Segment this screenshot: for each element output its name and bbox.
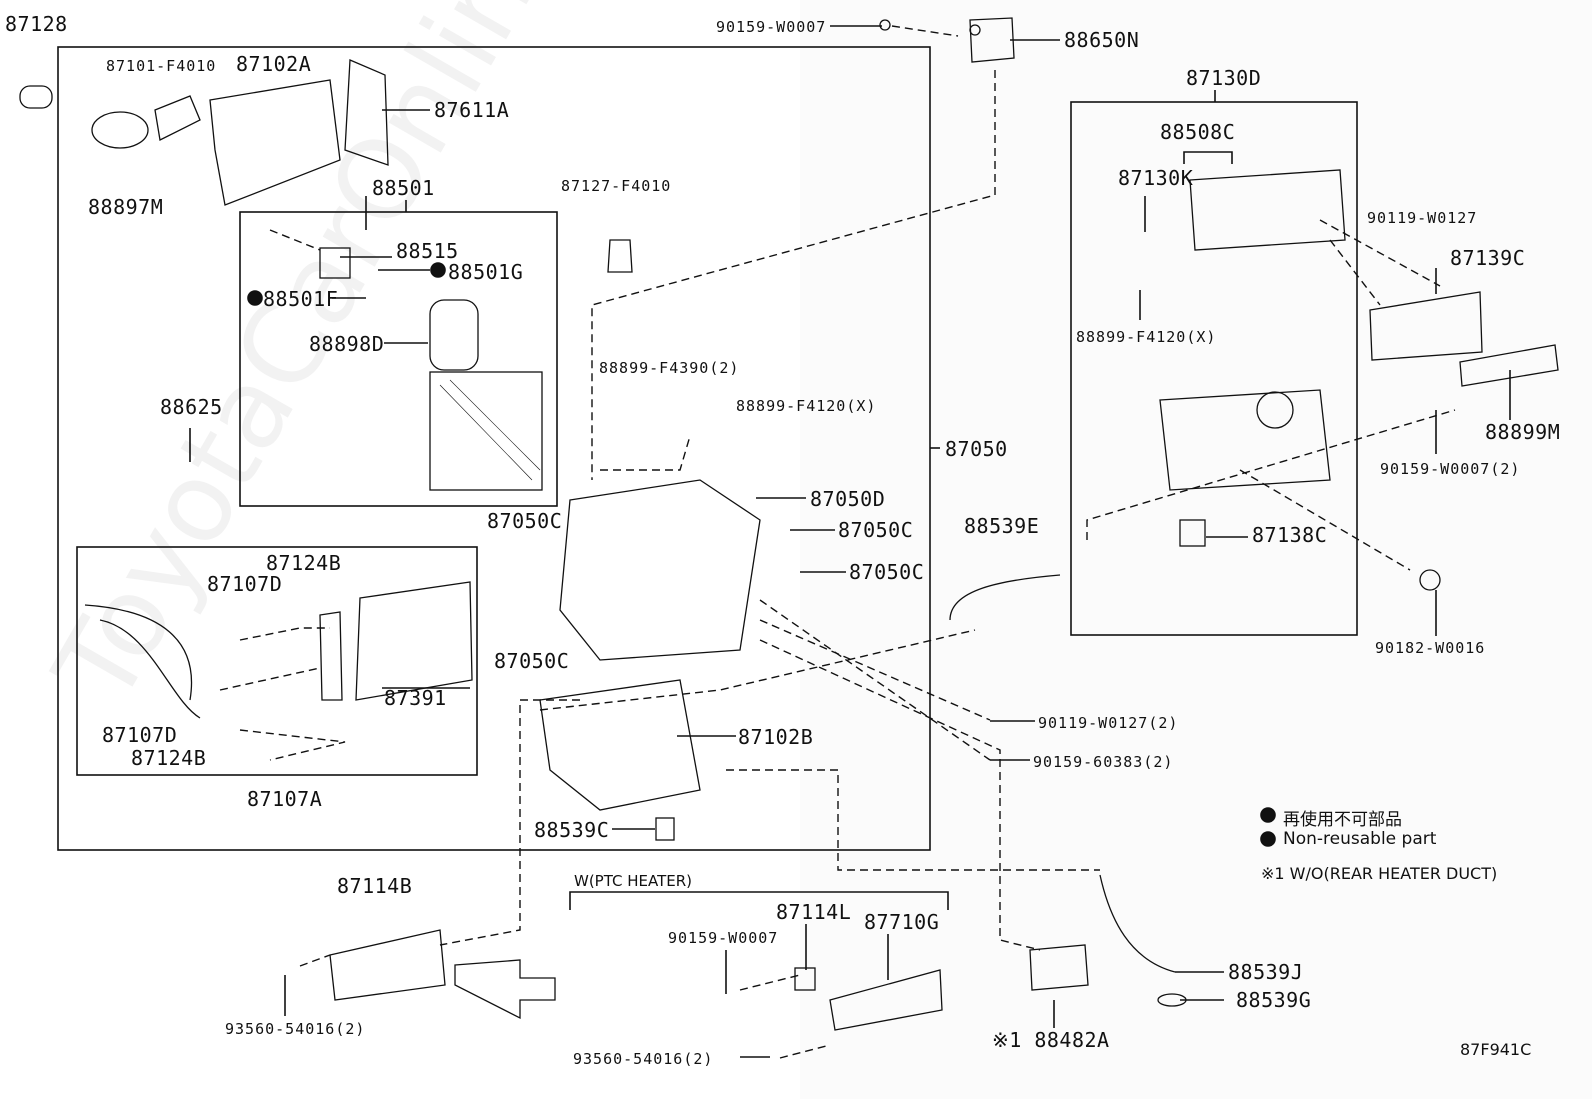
label-87050d: 87050D [810, 487, 886, 511]
label-88899-f4120-upper: 88899-F4120(X) [736, 397, 877, 415]
label-90159-60383: 90159-60383(2) [1033, 753, 1174, 771]
label-88482a: ※1 88482A [992, 1028, 1110, 1052]
label-88650n: 88650N [1064, 28, 1140, 52]
label-87101-f4010: 87101-F4010 [106, 57, 217, 75]
label-88515: 88515 [396, 239, 459, 263]
label-87107d-lower: 87107D [102, 723, 178, 747]
label-93560-54016-left: 93560-54016(2) [225, 1020, 366, 1038]
legend-non-reusable: Non-reusable part [1283, 829, 1437, 849]
label-88539c: 88539C [534, 818, 610, 842]
evaporator-subframe [239, 211, 558, 507]
label-87124b-upper: 87124B [266, 551, 342, 575]
label-87114l: 87114L [776, 900, 852, 924]
label-88501g: 88501G [448, 260, 524, 284]
label-93560-54016-bottom: 93560-54016(2) [573, 1050, 714, 1068]
label-90159-w0007-top: 90159-W0007 [716, 18, 827, 36]
label-88897m: 88897M [88, 195, 164, 219]
label-87710g: 87710G [864, 910, 940, 934]
label-87127-f4010: 87127-F4010 [561, 177, 672, 195]
label-87611a: 87611A [434, 98, 510, 122]
label-87050c-right-upper: 87050C [838, 518, 914, 542]
label-87050: 87050 [945, 437, 1008, 461]
label-90159-w0007-bottom: 90159-W0007 [668, 929, 779, 947]
label-87102b: 87102B [738, 725, 814, 749]
label-88899m: 88899M [1485, 420, 1561, 444]
label-87124b-lower: 87124B [131, 746, 207, 770]
label-88539g: 88539G [1236, 988, 1312, 1012]
label-87391: 87391 [384, 686, 447, 710]
label-88899-f4120-lower: 88899-F4120(X) [1076, 328, 1217, 346]
label-87102a: 87102A [236, 52, 312, 76]
blower-subframe [1070, 101, 1358, 636]
label-88539j: 88539J [1228, 960, 1304, 984]
label-87130k: 87130K [1118, 166, 1194, 190]
ptc-heater-bracket [569, 891, 949, 910]
label-87107d-upper: 87107D [207, 572, 283, 596]
label-88539e: 88539E [964, 514, 1040, 538]
heater-core-subframe [76, 546, 478, 776]
label-87128: 87128 [5, 12, 68, 36]
legend-japanese: 再使用不可部品 [1283, 810, 1402, 830]
label-90119-w0127: 90119-W0127 [1367, 209, 1478, 227]
label-88899-f4390: 88899-F4390(2) [599, 359, 740, 377]
label-87050c-left-upper: 87050C [487, 509, 563, 533]
label-87114b: 87114B [337, 874, 413, 898]
right-shaded-area [800, 0, 1592, 1099]
label-87107a: 87107A [247, 787, 323, 811]
label-87050c-right-lower: 87050C [849, 560, 925, 584]
label-88501: 88501 [372, 176, 435, 200]
label-88625: 88625 [160, 395, 223, 419]
label-87139c: 87139C [1450, 246, 1526, 270]
label-90119-w0127-2: 90119-W0127(2) [1038, 714, 1179, 732]
label-87130d: 87130D [1186, 66, 1262, 90]
label-87138c: 87138C [1252, 523, 1328, 547]
label-90159-w0007-2: 90159-W0007(2) [1380, 460, 1521, 478]
label-88898d: 88898D [309, 332, 385, 356]
label-ptc-heater: W(PTC HEATER) [574, 872, 693, 890]
label-87050c-left-lower: 87050C [494, 649, 570, 673]
label-88508c: 88508C [1160, 120, 1236, 144]
label-90182-w0016: 90182-W0016 [1375, 639, 1486, 657]
label-88501f: 88501F [263, 287, 339, 311]
diagram-id: 87F941C [1460, 1040, 1532, 1059]
legend-note: ※1 W/O(REAR HEATER DUCT) [1261, 864, 1498, 883]
